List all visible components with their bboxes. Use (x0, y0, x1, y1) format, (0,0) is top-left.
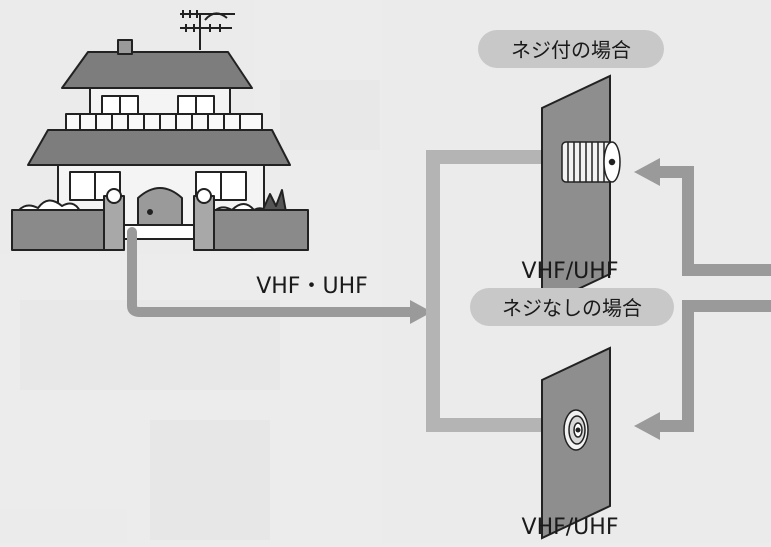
input-cable-arrow (127, 227, 417, 317)
upper-return-arrowhead (634, 158, 660, 186)
top-branch (426, 150, 546, 164)
threaded-band-label: VHF/UHF (522, 259, 619, 284)
unthreaded-connector-icon (563, 409, 589, 451)
unthreaded-band-label: VHF/UHF (522, 515, 619, 540)
threaded-case-title: ネジ付の場合 (511, 38, 631, 62)
house-illustration (11, 10, 309, 251)
threaded-wall-plate (541, 74, 621, 308)
input-signal-label: VHF・UHF (256, 274, 368, 299)
threaded-case-title-pill: ネジ付の場合 (478, 30, 664, 68)
distribution-bar (426, 150, 440, 432)
lower-return-arrow (660, 300, 771, 432)
unthreaded-case-title: ネジなしの場合 (502, 296, 642, 320)
input-arrowhead (410, 300, 432, 324)
upper-return-arrow (660, 166, 771, 276)
lower-return-arrowhead (634, 412, 660, 440)
unthreaded-wall-plate (541, 346, 611, 540)
threaded-connector-icon (561, 141, 621, 183)
bottom-branch (426, 418, 546, 432)
unthreaded-case-title-pill: ネジなしの場合 (470, 288, 674, 326)
signal-arrows (127, 150, 771, 440)
antenna-icon (180, 10, 235, 50)
